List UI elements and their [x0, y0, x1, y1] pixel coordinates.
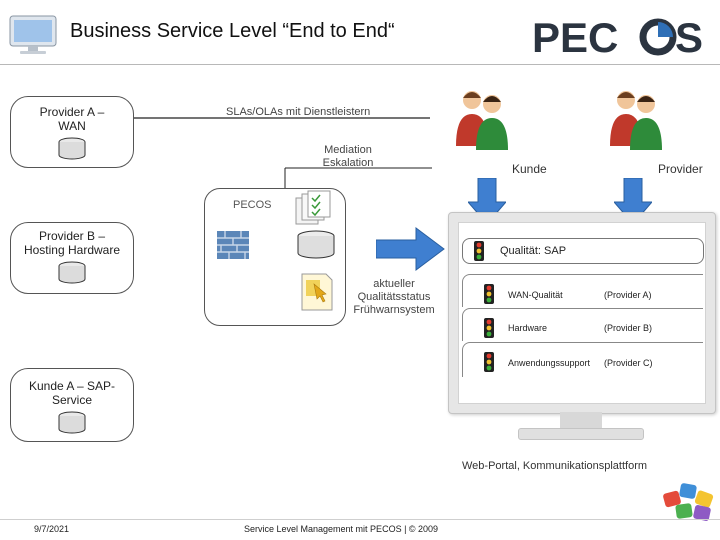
- provider-b-box: Provider B – Hosting Hardware: [10, 222, 134, 294]
- provider-b-label: Provider B – Hosting Hardware: [23, 229, 121, 257]
- footer-text: Service Level Management mit PECOS | © 2…: [244, 524, 439, 534]
- kunde-people-icon: [456, 91, 508, 150]
- puzzle-icon: [663, 483, 714, 521]
- footer-divider: [0, 519, 720, 520]
- traffic-light-icon: [484, 352, 494, 372]
- header-divider: [0, 64, 720, 65]
- status-row-bar: [462, 308, 703, 341]
- monitor-stand: [518, 428, 644, 440]
- provider-a-box: Provider A – WAN: [10, 96, 134, 168]
- status-row-bar: [462, 274, 703, 307]
- quality-title: Qualität: SAP: [500, 245, 567, 257]
- svg-text:S: S: [675, 14, 703, 60]
- status-arrow: [376, 227, 445, 271]
- status-row-name: WAN-Qualität: [508, 290, 563, 300]
- report-icon: [301, 273, 333, 311]
- database-icon: [58, 261, 86, 284]
- page-title: Business Service Level “End to End“: [70, 20, 395, 42]
- database-icon: [58, 411, 86, 434]
- provider-label: Provider: [658, 162, 703, 176]
- traffic-light-icon: [484, 318, 494, 338]
- status-row-name: Hardware: [508, 323, 548, 333]
- monitor-caption: Web-Portal, Kommunikationsplattform: [462, 460, 648, 472]
- status-row-name: Anwendungssupport: [508, 358, 591, 368]
- provider-people-icon: [610, 91, 662, 150]
- provider-a-label: Provider A – WAN: [39, 105, 105, 133]
- status-row-bar: [462, 342, 703, 377]
- status-row-provider: (Provider C): [604, 358, 653, 368]
- traffic-light-icon: [474, 241, 484, 261]
- svg-text:PEC: PEC: [532, 14, 618, 60]
- footer-date: 9/7/2021: [34, 524, 70, 534]
- documents-icon: [295, 190, 331, 225]
- status-row-provider: (Provider B): [604, 323, 653, 333]
- kunde-label: Kunde: [512, 162, 547, 176]
- status-label: aktueller Qualitätsstatus Frühwarnsystem: [353, 278, 435, 316]
- status-row-provider: (Provider A): [604, 290, 652, 300]
- mediation-label: Mediation Eskalation: [322, 144, 374, 169]
- firewall-icon: [217, 231, 249, 259]
- pecos-label: PECOS: [233, 199, 272, 211]
- quality-title-bar: [462, 238, 704, 264]
- monitor-header-icon: [9, 15, 57, 54]
- kunde-a-label: Kunde A – SAP-Service: [28, 379, 116, 407]
- database-icon: [58, 137, 86, 160]
- pecos-logo: PEC S: [532, 14, 703, 60]
- kunde-a-box: Kunde A – SAP-Service: [10, 368, 134, 442]
- sla-label: SLAs/OLAs mit Dienstleistern: [226, 106, 371, 118]
- traffic-light-icon: [484, 284, 494, 304]
- database-icon: [297, 230, 335, 259]
- monitor-neck: [560, 412, 602, 428]
